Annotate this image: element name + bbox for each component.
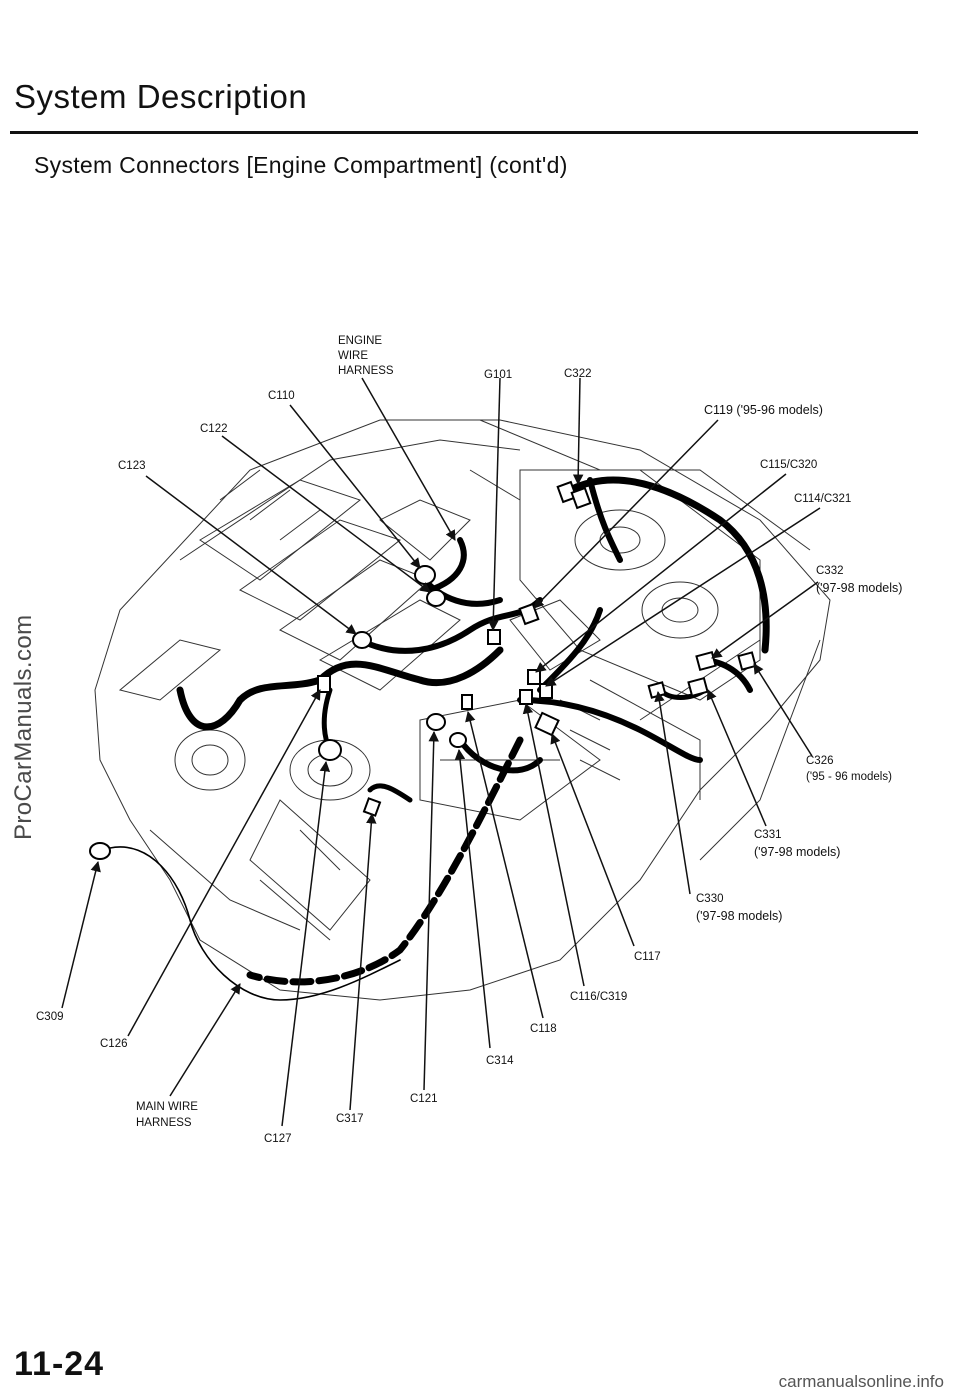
label-engine-wire-harness-3: HARNESS: [338, 365, 394, 377]
connector-c114-c321: [539, 683, 553, 699]
label-c115-c320: C115/C320: [760, 459, 817, 471]
connector-c116-c319: [519, 689, 533, 705]
label-g101: G101: [484, 369, 512, 381]
label-c322: C322: [564, 368, 592, 380]
label-c326-2: ('95 - 96 models): [806, 771, 892, 783]
connector-g101: [487, 629, 501, 645]
label-c114-c321: C114/C321: [794, 493, 851, 505]
callout-labels: ENGINE WIRE HARNESS G101 C322 C110 C122 …: [36, 335, 902, 1145]
label-c126: C126: [100, 1038, 128, 1050]
label-c118: C118: [530, 1023, 557, 1035]
label-engine-wire-harness-1: ENGINE: [338, 335, 382, 347]
label-c119: C119 ('95-96 models): [704, 403, 823, 417]
connector-c330: [647, 681, 667, 699]
label-c110: C110: [268, 390, 295, 402]
connector-c122: [426, 589, 446, 607]
section-title: System Connectors [Engine Compartment] (…: [34, 152, 568, 178]
connector-c309: [89, 842, 111, 860]
label-main-wire-harness-2: HARNESS: [136, 1117, 192, 1129]
connector-c332: [695, 650, 717, 672]
connector-c127: [318, 739, 342, 761]
connector-c115-c320: [527, 669, 541, 685]
callout-leaders: [61, 377, 821, 1127]
connector-c317: [362, 797, 382, 817]
label-c127: C127: [264, 1133, 292, 1145]
page-number: 11-24: [14, 1345, 105, 1383]
label-c117: C117: [634, 951, 661, 963]
label-c122: C122: [200, 423, 228, 435]
connector-c326: [737, 651, 757, 671]
label-c332-2: ('97-98 models): [816, 581, 902, 595]
label-c331-1: C331: [754, 829, 782, 841]
label-c330-1: C330: [696, 893, 724, 905]
wire-harness-paths: [109, 476, 770, 1001]
label-c332-1: C332: [816, 565, 844, 577]
label-c314: C314: [486, 1055, 514, 1067]
connector-c117: [534, 711, 560, 737]
label-c121: C121: [410, 1093, 438, 1105]
label-c116-c319: C116/C319: [570, 991, 627, 1003]
connector-c126: [317, 675, 331, 693]
connector-c123: [352, 631, 372, 649]
connector-c314: [449, 732, 467, 748]
watermark: ProCarManuals.com: [10, 614, 37, 840]
label-c331-2: ('97-98 models): [754, 845, 840, 859]
connector-c331: [687, 676, 709, 698]
title-divider: [10, 131, 918, 134]
connector-c322: [556, 480, 578, 504]
page-title: System Description: [14, 78, 308, 115]
source-watermark: carmanualsonline.info: [778, 1372, 944, 1391]
label-engine-wire-harness-2: WIRE: [338, 350, 368, 362]
label-c309: C309: [36, 1011, 64, 1023]
label-c317: C317: [336, 1113, 364, 1125]
label-c123: C123: [118, 460, 146, 472]
connector-c121: [426, 713, 446, 731]
connector-blocks: [89, 480, 757, 860]
label-c330-2: ('97-98 models): [696, 909, 782, 923]
connector-c110: [414, 565, 436, 585]
label-c326-1: C326: [806, 755, 834, 767]
connector-c119: [518, 602, 540, 626]
label-main-wire-harness-1: MAIN WIRE: [136, 1101, 198, 1113]
connector-c118: [461, 694, 473, 710]
